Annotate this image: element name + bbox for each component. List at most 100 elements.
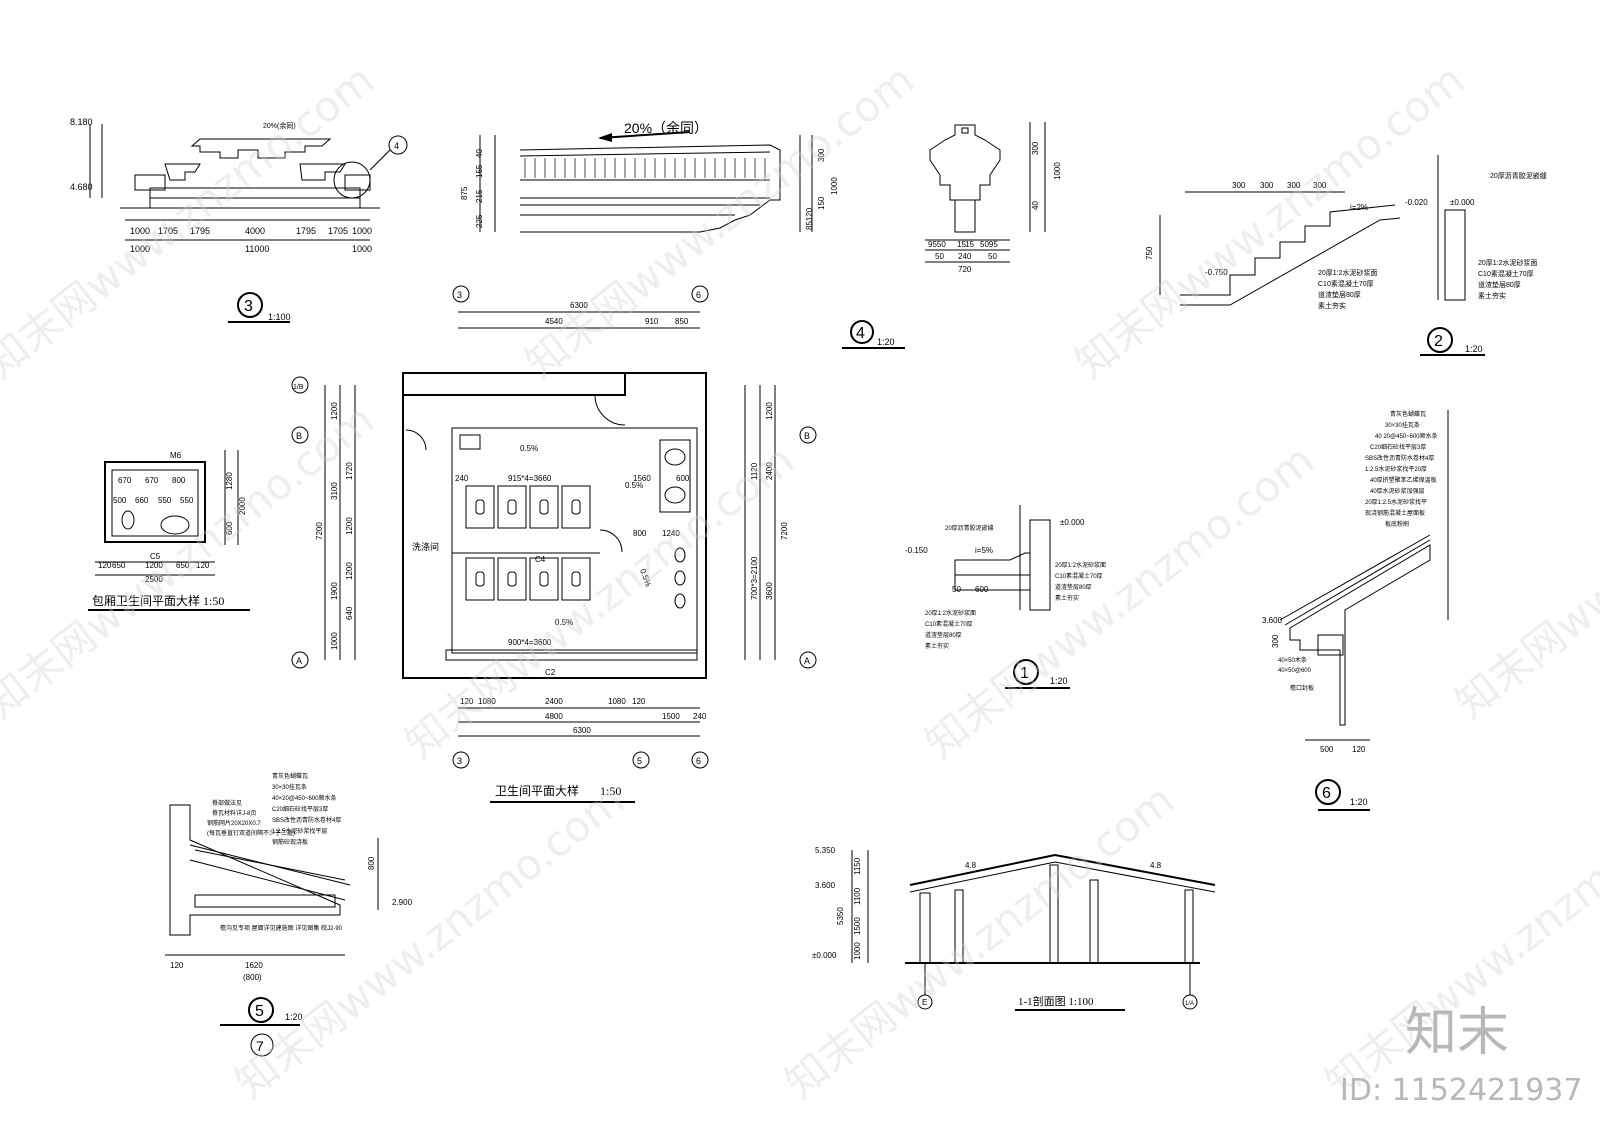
booth-dim: 1280 <box>225 472 234 490</box>
d1-elev: ±0.000 <box>1060 518 1085 527</box>
plan-right-dim: 7200 <box>780 522 789 540</box>
d5-note: (每瓦垂直钉双道间隔不少于二道) <box>207 829 295 837</box>
plan-left-dim: 1900 <box>330 582 339 600</box>
detail-3-elevation: 8.180 4.680 20%(余同) 4 1000 1705 1795 400… <box>70 117 408 323</box>
d2-note: C10素混凝土70厚 <box>1478 269 1534 278</box>
d5-note: SBS改性沥青防水卷材4厚 <box>272 816 341 824</box>
plan-left-dim: 3100 <box>330 482 339 500</box>
d5-scale: 1:20 <box>285 1012 303 1022</box>
d6-note: 40厚挤塑聚苯乙烯保温板 <box>1370 476 1437 484</box>
main-toilet-plan: 洗涤间 0.5% 0.5% 0.5% 0.5% C4 C2 915*4=3660… <box>291 285 817 803</box>
d4-bdim: 9550 <box>928 240 946 249</box>
s11-title: 1-1剖面图 1:100 <box>1018 994 1094 1008</box>
d4-num: 4 <box>856 325 865 342</box>
d1-note: C10素混凝土70厚 <box>1055 572 1103 580</box>
detail-5-roof: 脊部做法见 脊瓦材料详J-8页 钢筋网片20X20X0.7 (每瓦垂直钉双道间隔… <box>165 772 413 1057</box>
watermark-text: 知末网www.znzmo.com <box>776 775 1183 1108</box>
plan-axis-a-right: A <box>804 656 810 666</box>
watermark-text: 知末网www.znzmo.com <box>0 55 383 388</box>
d5-note: 脊瓦材料详J-8页 <box>212 809 256 817</box>
d3-callout: 4 <box>394 141 399 151</box>
cornice-slope: 20%（余同） <box>624 120 708 136</box>
plan-top-dim: 4540 <box>545 317 563 326</box>
d1-num: 1 <box>1020 665 1029 682</box>
d2-note: 20厚1:2水泥砂浆面 <box>1318 268 1378 277</box>
booth-dim: 550 <box>158 496 172 505</box>
cornice-rdim: 1000 <box>830 177 839 195</box>
d6-note: 现浇钢筋混凝土屋面板 <box>1365 509 1425 517</box>
plan-inner-dim: 900*4=3600 <box>508 638 552 647</box>
s11-dim: 5350 <box>836 907 845 925</box>
d3-dim-6: 1705 <box>328 226 348 236</box>
watermark-text: 知末网www.znzmo.com <box>1446 395 1600 728</box>
plan-slope: 0.5% <box>520 444 538 453</box>
booth-dim: 1200 <box>145 561 163 570</box>
plan-bot-dim: 120 <box>632 697 646 706</box>
d5-dim-800b: (800) <box>243 973 262 982</box>
plan-top-dim: 6300 <box>570 301 588 310</box>
s11-axis: E <box>922 998 927 1007</box>
plan-window: C4 <box>535 555 546 564</box>
d4-bdim: 720 <box>958 265 972 274</box>
plan-left-dim: 1200 <box>345 562 354 580</box>
d5-note: 青灰色蝴蝶瓦 <box>272 772 308 780</box>
d5-dim-1620: 1620 <box>245 961 263 970</box>
d2-tdim: 300 <box>1287 181 1301 190</box>
section-1-1: E 1/A 4.8 4.8 5.350 3.600 ±0.000 5350 11… <box>812 846 1216 1011</box>
d1-note: 道渣垫层80厚 <box>1055 583 1092 591</box>
d1-dim: 50 <box>952 585 961 594</box>
d1-scale: 1:20 <box>1050 676 1068 686</box>
d2-elev3: -0.750 <box>1205 268 1228 277</box>
s11-dim: 1100 <box>853 887 862 905</box>
plan-right-dim: 1120 <box>750 462 759 480</box>
d1-note: 20厚1:2水泥砂浆面 <box>925 609 976 617</box>
detail-4-profile: 9550 15 15 5095 240 50 50 720 300 1000 4… <box>842 122 1062 349</box>
d6-note: 40×50@600 <box>1278 668 1312 674</box>
d6-note: 檐口封板 <box>1290 684 1314 692</box>
cornice-ldim: 225 <box>475 214 484 228</box>
d3-dim-4: 4000 <box>245 226 265 236</box>
plan-axis-3-bot: 3 <box>457 756 462 766</box>
s11-slope: 4.8 <box>1150 861 1162 870</box>
booth-window: C5 <box>150 552 161 561</box>
watermark-id: ID: 1152421937 <box>1340 1073 1582 1108</box>
plan-scale: 1:50 <box>600 784 621 798</box>
d4-scale: 1:20 <box>877 337 895 347</box>
booth-dim: 550 <box>180 496 194 505</box>
d5-dim-120: 120 <box>170 961 184 970</box>
plan-left-dim: 1200 <box>345 517 354 535</box>
d3-dim-3: 1795 <box>190 226 210 236</box>
d4-rdim: 300 <box>1031 141 1040 155</box>
cornice-ldim: 875 <box>460 186 469 200</box>
d3-dim-2: 1705 <box>158 226 178 236</box>
detail-6-eave: 青灰色蝴蝶瓦 30×30挂瓦条 40 20@450~600顺水条 C20细石砼找… <box>1262 410 1449 811</box>
booth-dim: 500 <box>113 496 127 505</box>
plan-bot-dim: 1500 <box>662 712 680 721</box>
d1-note: 道渣垫层80厚 <box>925 631 962 639</box>
plan-inner-dim: 1560 <box>633 474 651 483</box>
plan-top-dim: 850 <box>675 317 689 326</box>
d3-scale: 1:100 <box>268 312 291 322</box>
booth-dim: 800 <box>172 476 186 485</box>
d6-dim-120: 120 <box>1352 745 1366 754</box>
detail-2-stairs: 300 300 300 300 i=2% -0.020 ±0.000 -0.75… <box>1145 155 1547 356</box>
d3-elev-top: 8.180 <box>70 117 93 127</box>
plan-inner-dim: 1240 <box>662 529 680 538</box>
d4-bdim: 240 <box>958 252 972 261</box>
s11-dim: 1000 <box>853 942 862 960</box>
d2-note: 素土夯实 <box>1478 291 1506 300</box>
d6-elev: 3.600 <box>1262 616 1283 625</box>
plan-bot-dim: 1080 <box>608 697 626 706</box>
plan-bot-dim: 120 <box>460 697 474 706</box>
d2-note: 20厚1:2水泥砂浆面 <box>1478 258 1538 267</box>
d6-dim: 300 <box>1271 634 1280 648</box>
d6-note: 板底粉刷 <box>1385 520 1409 528</box>
plan-right-dim: 2400 <box>765 462 774 480</box>
d6-note: 40 20@450~600顺水条 <box>1375 432 1438 440</box>
d4-rdim: 40 <box>1031 201 1040 210</box>
plan-window: C2 <box>545 668 556 677</box>
d2-ldim: 750 <box>1145 246 1154 260</box>
d1-note: 20厚沥青胶泥嵌缝 <box>945 524 994 532</box>
plan-axis-6: 6 <box>696 290 701 300</box>
plan-inner-dim: 915*4=3660 <box>508 474 552 483</box>
